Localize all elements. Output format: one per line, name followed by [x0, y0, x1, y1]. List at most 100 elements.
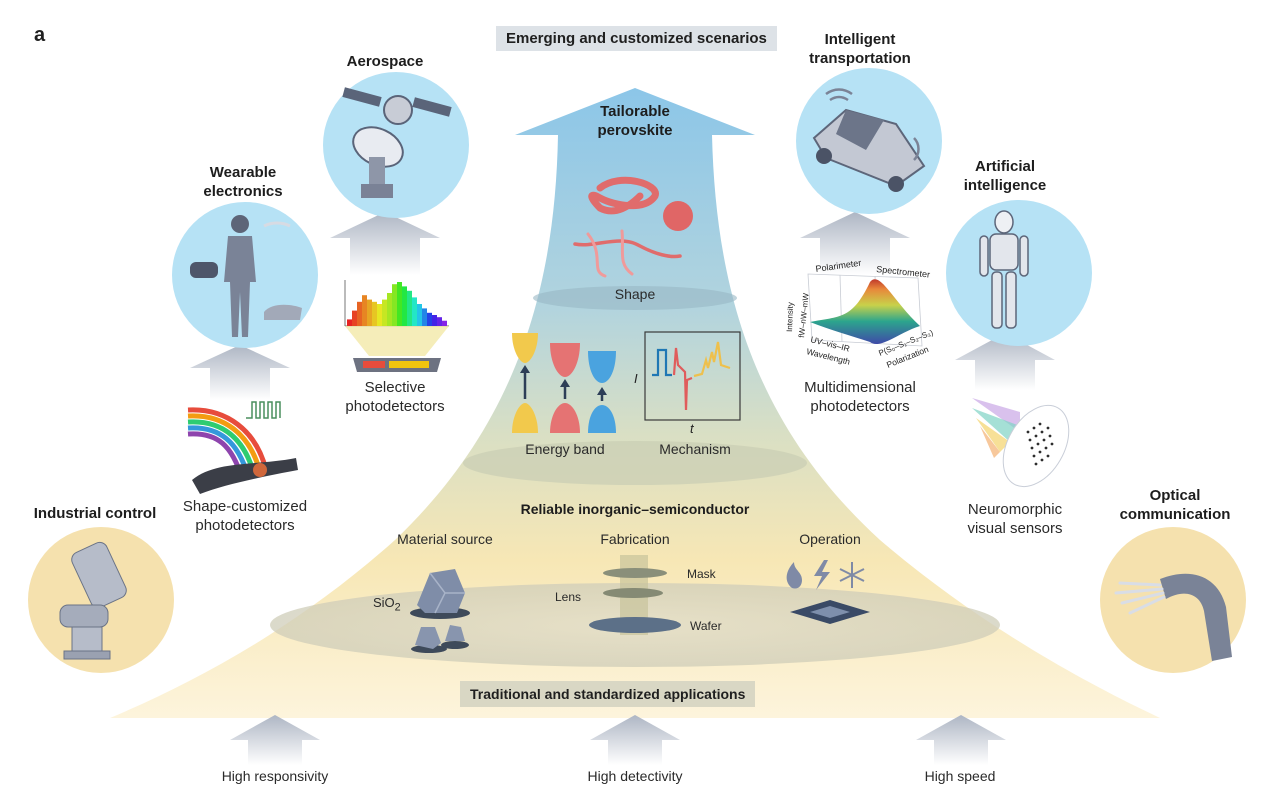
neuromorphic-sensor-icon — [972, 398, 1070, 488]
energy-band-illustration — [512, 333, 616, 433]
fiber-cable-icon — [1114, 573, 1232, 661]
wearable-title: Wearable electronics — [178, 163, 308, 201]
neuromorphic-label: Neuromorphic visual sensors — [940, 500, 1090, 538]
optical-title-line2: communication — [1119, 506, 1231, 523]
mechanism-trace-blue — [652, 348, 672, 377]
ai-circle — [946, 200, 1092, 346]
spectrum-bar — [442, 320, 447, 326]
smartwatch-icon — [190, 262, 218, 278]
spectrum-bar — [432, 315, 437, 326]
lens-disc — [603, 588, 663, 598]
fab-wafer-label: Wafer — [690, 619, 722, 633]
sio2-subscript: 2 — [394, 601, 401, 614]
operation-label: Operation — [799, 531, 861, 547]
multidimensional-label-line1: Multidimensional — [804, 379, 916, 396]
perovskite-label: Tailorable perovskite — [585, 102, 685, 140]
fabrication-label: Fabrication — [600, 531, 670, 547]
spectrum-bar — [422, 308, 427, 326]
shape-tier-plate — [533, 286, 737, 310]
spectrum-bar — [397, 282, 402, 326]
wafer-disc — [589, 617, 681, 633]
aerospace-circle — [323, 72, 469, 218]
glasses-icon — [263, 221, 291, 228]
industrial-title: Industrial control — [33, 505, 157, 522]
spectrum-bar — [387, 293, 392, 326]
wearable-person-icon — [190, 215, 302, 337]
multidimensional-plot: Polarimeter Spectrometer Intensity fW–nW… — [785, 260, 931, 347]
ai-title-line2: intelligence — [963, 177, 1047, 194]
mechanism-plot: I t — [634, 331, 741, 435]
fiber-photodetector-icon — [187, 401, 298, 494]
panel-label: a — [34, 24, 46, 46]
fabrication-stack-icon — [589, 555, 681, 635]
mechanism-axis-y: I — [634, 371, 638, 386]
spectrum-bar — [357, 301, 362, 326]
shape-tier-label: Shape — [614, 286, 656, 302]
perovskite-label-line1: Tailorable — [600, 103, 670, 120]
transport-circle — [796, 68, 942, 214]
transport-title-line2: transportation — [809, 50, 911, 67]
wire-shape — [586, 229, 634, 278]
aerospace-title: Aerospace — [346, 53, 424, 70]
fire-icon — [786, 562, 802, 589]
spectrum-bar — [417, 304, 422, 326]
grey-arrow — [190, 212, 1055, 765]
humanoid-robot-icon — [979, 210, 1029, 329]
spectrum-bar — [382, 299, 387, 326]
mask-disc — [603, 568, 667, 578]
mechanism-label: Mechanism — [659, 441, 731, 457]
robot-arm-icon — [59, 541, 127, 660]
mechanism-trace-yellow — [693, 341, 731, 378]
shape-customized-label-line1: Shape-customized — [182, 498, 308, 515]
satellite-icon — [342, 87, 452, 198]
sio2-rock-icon — [410, 569, 470, 653]
operation-icons — [786, 560, 870, 624]
perovskite-trunk — [110, 88, 1160, 718]
sio2-text: SiO — [373, 595, 395, 610]
energy-band-label: Energy band — [525, 441, 605, 457]
spectrum-bar — [377, 304, 382, 326]
signal-icon — [825, 88, 853, 102]
spectrum-bar — [402, 286, 407, 326]
pulse-signal-icon — [246, 401, 281, 419]
snowflake-icon — [839, 562, 865, 588]
sphere-shape — [663, 201, 693, 231]
spectrum-bar — [367, 299, 372, 326]
neuromorphic-label-line2: visual sensors — [967, 520, 1063, 537]
signal-icon — [913, 137, 920, 161]
spectrum-bar — [437, 317, 442, 326]
inorganic-title: Reliable inorganic–semiconductor — [520, 501, 750, 517]
chip-icon — [790, 600, 870, 624]
neuromorphic-label-line1: Neuromorphic — [967, 501, 1063, 518]
spectrum-bar — [407, 290, 412, 326]
selective-label: Selective photodetectors — [325, 378, 465, 416]
spectrum-bar — [427, 312, 432, 326]
selective-label-line1: Selective — [364, 379, 426, 396]
multidimensional-label: Multidimensional photodetectors — [780, 378, 940, 416]
spectrum-bar — [392, 284, 397, 326]
sio2-formula: SiO2 — [373, 595, 401, 614]
metric-speed: High speed — [924, 768, 996, 784]
optical-circle — [1100, 527, 1246, 673]
wire-shape — [573, 239, 682, 259]
optical-title: Optical communication — [1105, 486, 1245, 524]
wearable-circle — [172, 202, 318, 348]
ai-title-line1: Artificial — [974, 158, 1035, 175]
wearable-title-line1: Wearable — [209, 164, 277, 181]
spectrum-bar — [347, 319, 352, 326]
optical-title-line1: Optical — [1149, 487, 1201, 504]
selective-label-line2: photodetectors — [345, 398, 445, 415]
selective-photodetector-icon — [344, 280, 449, 372]
mechanism-trace-red — [672, 347, 693, 411]
fab-mask-label: Mask — [687, 567, 716, 581]
shape-customized-label-line2: photodetectors — [195, 517, 295, 534]
spectrum-bar — [412, 297, 417, 326]
industrial-circle — [28, 527, 174, 673]
car-icon — [812, 88, 926, 192]
bottom-banner: Traditional and standardized application… — [460, 681, 756, 707]
ribbon-shape — [588, 176, 659, 215]
multidimensional-axes: UV–vis–IR Wavelength P(S₀–S₁–S₂–S₃) Pola… — [806, 330, 935, 370]
top-banner: Emerging and customized scenarios — [496, 26, 777, 51]
energy-tier-plate — [463, 441, 807, 485]
transport-title-line1: Intelligent — [824, 31, 896, 48]
